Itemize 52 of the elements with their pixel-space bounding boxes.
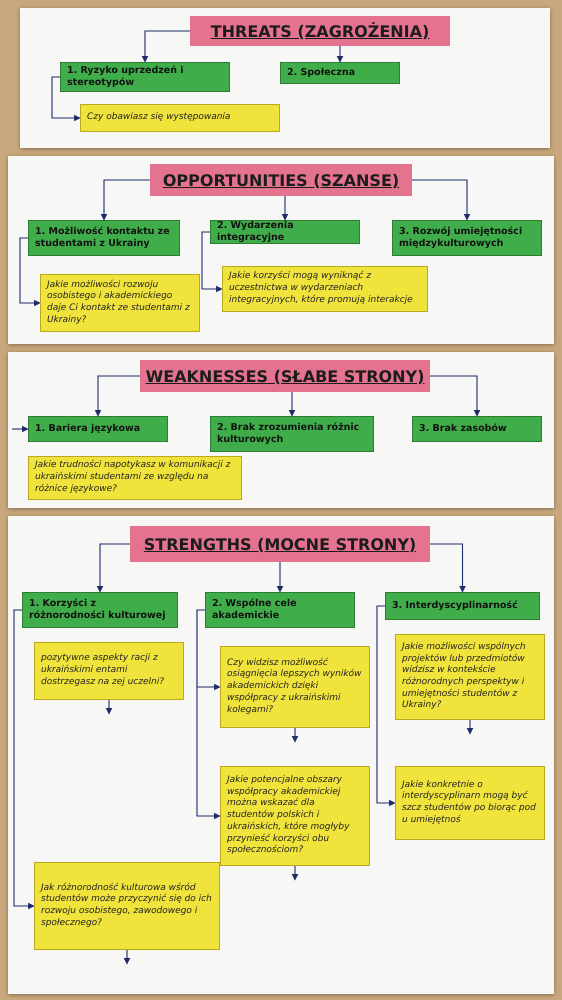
connector-arrow — [94, 375, 140, 417]
title-banner: WEAKNESSES (SŁABE STRONY) — [140, 360, 430, 392]
topic-box: 3. Rozwój umiejętności międzykulturowych — [392, 220, 542, 256]
connector-arrow — [12, 426, 29, 432]
topic-box: 2. Brak zrozumienia różnic kulturowych — [210, 416, 374, 452]
connector-arrow — [336, 46, 344, 63]
question-card: Jakie konkretnie o interdyscyplinarn mogą być szcz studentów po biorąc pod u umiejętnoś — [395, 766, 545, 840]
connector-arrow — [282, 196, 288, 221]
connector-arrow — [19, 237, 41, 306]
topic-box: 2. Wydarzenia integracyjne — [210, 220, 360, 244]
connector-arrow — [466, 720, 474, 735]
topic-box: 1. Ryzyko uprzedzeń i stereotypów — [60, 62, 230, 92]
connector-arrow — [292, 728, 298, 743]
title-banner: OPPORTUNITIES (SZANSE) — [150, 164, 412, 196]
question-card: Czy obawiasz się występowania — [80, 104, 280, 132]
question-card: Jak różnorodność kulturowa wśród studentów może przyczynić się do ich rozwoju osobistego, zawodowego i społecznego? — [34, 862, 220, 950]
connector-arrow — [124, 950, 130, 965]
title-banner: THREATS (ZAGROŻENIA) — [190, 16, 450, 46]
connector-arrow — [106, 700, 112, 715]
connector-arrow — [51, 76, 81, 122]
topic-box: 1. Możliwość kontaktu ze studentami z Ukrainy — [28, 220, 180, 256]
paper-sheet — [8, 352, 554, 508]
question-card: Czy widzisz możliwość osiągnięcia lepszych wyników akademickich dzięki współpracy z ukraińskimi kolegami? — [220, 646, 370, 728]
topic-box: 3. Interdyscyplinarność — [385, 592, 540, 620]
connector-arrow — [430, 375, 480, 417]
topic-box: 1. Bariera językowa — [28, 416, 168, 442]
question-card: Jakie możliwości wspólnych projektów lub przedmiotów widzisz w kontekście różnorodnych perspektyw i umiejętności studentów z Ukrainy? — [395, 634, 545, 720]
question-card: Jakie korzyści mogą wyniknąć z uczestnictwa w wydarzeniach integracyjnych, które promują interakcje — [222, 266, 428, 312]
question-card: pozytywne aspekty racji z ukraińskimi entami dostrzegasz na zej uczelni? — [34, 642, 184, 700]
topic-box: 2. Wspólne cele akademickie — [205, 592, 355, 628]
connector-arrow — [288, 392, 296, 417]
connector-arrow — [196, 609, 221, 820]
paper-sheet — [8, 156, 554, 344]
connector-arrow — [100, 179, 150, 221]
connector-arrow — [430, 543, 466, 593]
connector-arrow — [376, 605, 396, 806]
paper-sheet — [8, 516, 554, 994]
connector-arrow — [13, 609, 35, 910]
connector-arrow — [292, 866, 298, 881]
connector-arrow — [142, 30, 190, 63]
topic-box: 2. Społeczna — [280, 62, 400, 84]
connector-arrow — [201, 231, 223, 292]
connector-arrow — [412, 179, 470, 221]
topic-box: 3. Brak zasobów — [412, 416, 542, 442]
paper-sheet — [20, 8, 550, 148]
question-card: Jakie trudności napotykasz w komunikacji z ukraińskimi studentami ze względu na różnice językowe? — [28, 456, 242, 500]
question-card: Jakie potencjalne obszary współpracy akademickiej można wskazać dla studentów polskich i ukraińskich, które mogłyby przynieść korzyści obu społecznościom? — [220, 766, 370, 866]
connector-arrow — [96, 543, 130, 593]
topic-box: 1. Korzyści z różnorodności kulturowej — [22, 592, 178, 628]
title-banner: STRENGTHS (MOCNE STRONY) — [130, 526, 430, 562]
question-card: Jakie możliwości rozwoju osobistego i akademickiego daje Ci kontakt ze studentami z Ukrainy? — [40, 274, 200, 332]
connector-arrow — [276, 562, 284, 593]
